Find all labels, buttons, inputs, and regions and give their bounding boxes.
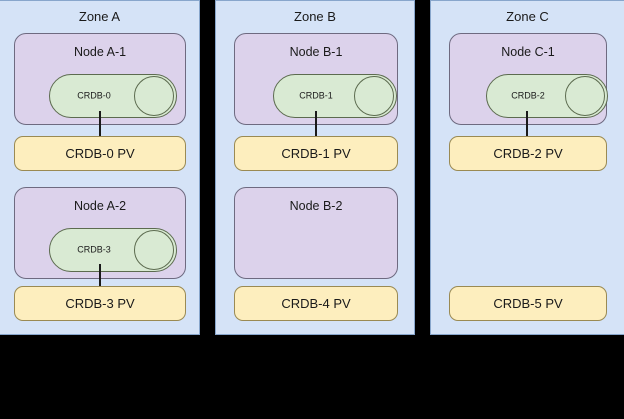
pv-crdb-1[interactable]: CRDB-1 PV bbox=[234, 136, 398, 171]
database-label-crdb-2: CRDB-2 bbox=[511, 90, 545, 101]
pv-crdb-3[interactable]: CRDB-3 PV bbox=[14, 286, 186, 321]
node-c-1[interactable]: Node C-1 CRDB-2 bbox=[449, 33, 608, 125]
node-a-1-title: Node A-1 bbox=[73, 45, 127, 59]
connector-crdb-0-to-pv bbox=[99, 111, 101, 136]
database-label-crdb-3: CRDB-3 bbox=[77, 244, 111, 255]
pv-crdb-0-label: CRDB-0 PV bbox=[65, 145, 135, 161]
database-cylinder-crdb-3[interactable]: CRDB-3 bbox=[49, 228, 177, 272]
cylinder-cap-icon bbox=[354, 76, 394, 116]
node-a-2[interactable]: Node A-2 CRDB-3 bbox=[14, 187, 186, 279]
pv-crdb-4[interactable]: CRDB-4 PV bbox=[234, 286, 398, 321]
zone-b-title: Zone B bbox=[294, 9, 336, 24]
node-b-2-title: Node B-2 bbox=[289, 199, 343, 213]
cylinder-cap-icon bbox=[134, 76, 174, 116]
pv-crdb-2[interactable]: CRDB-2 PV bbox=[449, 136, 607, 171]
zone-a-title: Zone A bbox=[78, 9, 121, 24]
node-a-2-title: Node A-2 bbox=[73, 199, 127, 213]
pv-crdb-4-label: CRDB-4 PV bbox=[281, 295, 351, 311]
database-cylinder-crdb-1[interactable]: CRDB-1 bbox=[273, 74, 397, 118]
node-a-1[interactable]: Node A-1 CRDB-0 bbox=[14, 33, 186, 125]
zone-b: Zone B Node B-1 CRDB-1 CRDB-1 PV Node B-… bbox=[215, 0, 415, 335]
pv-crdb-1-label: CRDB-1 PV bbox=[281, 145, 351, 161]
zone-c-title: Zone C bbox=[506, 9, 549, 24]
pv-crdb-5-label: CRDB-5 PV bbox=[493, 295, 563, 311]
zone-c: Zone C Node C-1 CRDB-2 CRDB-2 PV CRDB-5 … bbox=[430, 0, 624, 335]
pv-crdb-5[interactable]: CRDB-5 PV bbox=[449, 286, 607, 321]
pv-crdb-2-label: CRDB-2 PV bbox=[493, 145, 563, 161]
pv-crdb-3-label: CRDB-3 PV bbox=[65, 295, 135, 311]
node-b-1[interactable]: Node B-1 CRDB-1 bbox=[234, 33, 398, 125]
database-cylinder-crdb-2[interactable]: CRDB-2 bbox=[486, 74, 608, 118]
cylinder-cap-icon bbox=[565, 76, 605, 116]
connector-crdb-2-to-pv bbox=[526, 111, 528, 136]
connector-crdb-1-to-pv bbox=[315, 111, 317, 136]
connector-crdb-3-to-pv bbox=[99, 264, 101, 289]
database-label-crdb-1: CRDB-1 bbox=[299, 90, 333, 101]
pv-crdb-0[interactable]: CRDB-0 PV bbox=[14, 136, 186, 171]
cylinder-cap-icon bbox=[134, 230, 174, 270]
database-label-crdb-0: CRDB-0 bbox=[77, 90, 111, 101]
node-b-1-title: Node B-1 bbox=[289, 45, 343, 59]
node-c-1-title: Node C-1 bbox=[501, 45, 555, 59]
node-b-2[interactable]: Node B-2 bbox=[234, 187, 398, 279]
zone-a: Zone A Node A-1 CRDB-0 CRDB-0 PV Node A-… bbox=[0, 0, 200, 335]
database-cylinder-crdb-0[interactable]: CRDB-0 bbox=[49, 74, 177, 118]
